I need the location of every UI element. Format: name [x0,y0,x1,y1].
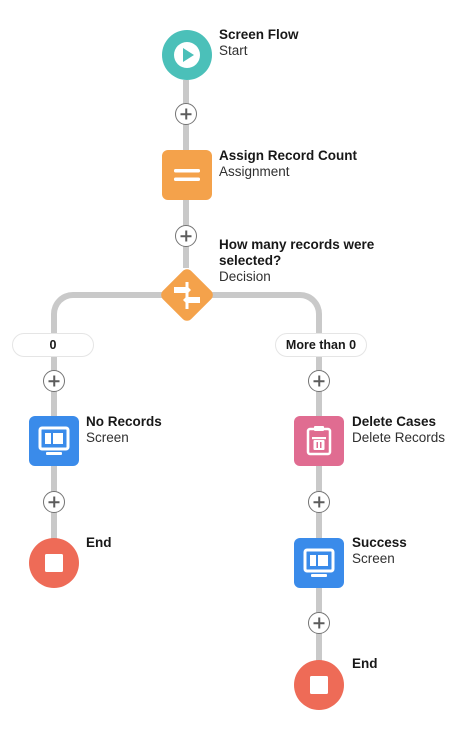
add-element-button-after-start[interactable] [175,103,197,125]
play-icon [174,42,200,68]
start-node[interactable] [162,30,212,80]
delete-cases-node-subtitle: Delete Records [352,430,446,445]
screen-icon [303,548,335,577]
delete-records-icon [306,426,332,456]
no-records-node-label: No Records Screen [86,414,162,446]
add-element-button-left-branch[interactable] [43,370,65,392]
decision-node-subtitle: Decision [219,269,271,284]
start-node-label: Screen Flow Start [219,27,299,59]
add-element-button-after-no-records[interactable] [43,491,65,513]
add-element-button-after-assign[interactable] [175,225,197,247]
end-node-right-title: End [352,656,378,671]
branch-label-more-than-zero[interactable]: More than 0 [275,333,367,357]
decision-node-title-line2: selected? [219,253,282,268]
add-element-button-right-branch[interactable] [308,370,330,392]
connector-right-to-delete [316,316,322,418]
start-node-subtitle: Start [219,43,248,58]
connector-branch-horizontal-right [206,292,298,298]
no-records-node-subtitle: Screen [86,430,129,445]
stop-icon [45,554,63,572]
decision-node-title-line1: How many records were [219,237,375,252]
delete-cases-node-title: Delete Cases [352,414,437,429]
connector-corner-left [51,292,75,316]
success-node-subtitle: Screen [352,551,395,566]
connector-left-to-no-records [51,316,57,418]
assignment-node-subtitle: Assignment [219,164,290,179]
decision-node-label: How many records were selected? Decision [219,237,374,285]
success-node-title: Success [352,535,407,550]
assignment-icon [174,169,200,181]
end-node-right-label: End [352,656,378,672]
end-node-left-title: End [86,535,112,550]
no-records-node-title: No Records [86,414,162,429]
end-node-left[interactable] [29,538,79,588]
screen-icon [38,426,70,455]
no-records-screen-node[interactable] [29,416,79,466]
end-node-left-label: End [86,535,112,551]
start-node-title: Screen Flow [219,27,299,42]
decision-icon [161,269,213,321]
add-element-button-after-success[interactable] [308,612,330,634]
delete-cases-node[interactable] [294,416,344,466]
delete-cases-node-label: Delete Cases Delete Records [352,414,445,446]
add-element-button-after-delete[interactable] [308,491,330,513]
success-node-label: Success Screen [352,535,407,567]
connector-branch-horizontal-left [74,292,170,298]
assignment-node[interactable] [162,150,212,200]
stop-icon [310,676,328,694]
assignment-node-title: Assign Record Count [219,148,358,163]
decision-node[interactable] [154,262,220,328]
branch-label-zero[interactable]: 0 [12,333,94,357]
success-screen-node[interactable] [294,538,344,588]
connector-corner-right [298,292,322,316]
end-node-right[interactable] [294,660,344,710]
assignment-node-label: Assign Record Count Assignment [219,148,357,180]
